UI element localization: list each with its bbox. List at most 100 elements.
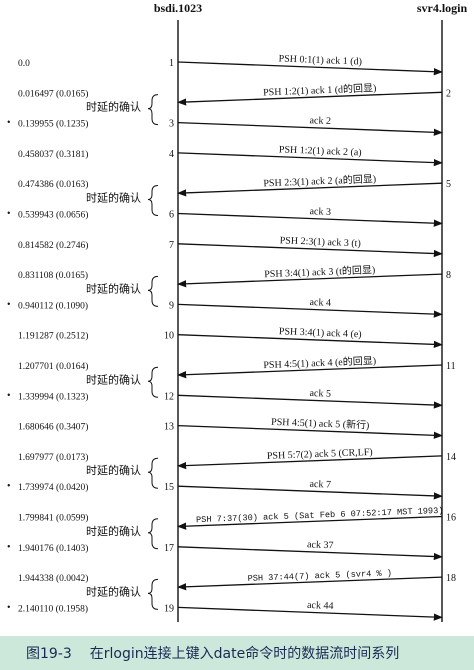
segment-label: PSH 0:1(1) ack 1 (d) xyxy=(278,53,362,67)
delayed-ack-brace xyxy=(147,366,159,398)
segment-label: PSH 7:37(30) ack 5 (Sat Feb 6 07:52:17 M… xyxy=(196,506,444,525)
delayed-ack-label: 时延的确认 xyxy=(86,191,141,205)
delayed-ack-label: 时延的确认 xyxy=(86,524,141,538)
segment-label: PSH 3:4(1) ack 4 (e) xyxy=(279,326,362,340)
segment-arrow xyxy=(177,364,443,379)
event-number: 4 xyxy=(169,149,174,160)
segment-label: ack 4 xyxy=(309,297,331,309)
segment-events: 0.0 1 PSH 0:1(1) ack 1 (d) 0.016497 (0.0165… xyxy=(7,53,456,621)
segment-arrow xyxy=(177,303,443,318)
delayed-ack-star: • xyxy=(7,481,11,492)
segment-label: PSH 4:5(1) ack 5 (新行) xyxy=(271,415,370,432)
delayed-ack-label: 时延的确认 xyxy=(86,100,141,114)
segment-arrow xyxy=(177,273,443,288)
event-number: 19 xyxy=(164,603,174,614)
delayed-ack-brace xyxy=(147,578,159,610)
delayed-ack-star: • xyxy=(7,299,11,310)
event-time: 1.697977 (0.0173) xyxy=(18,452,88,463)
segment-label: PSH 2:3(1) ack 3 (t) xyxy=(280,235,361,249)
segment-arrow xyxy=(177,394,443,409)
delayed-ack-brace xyxy=(147,185,159,216)
event-number: 8 xyxy=(446,270,451,281)
segment-label: ack 37 xyxy=(307,539,334,551)
event-number: 15 xyxy=(164,482,174,493)
delayed-ack-brace xyxy=(147,518,159,550)
event-time: 1.944338 (0.0042) xyxy=(18,573,88,584)
event-time: 0.016497 (0.0165) xyxy=(18,88,88,99)
delayed-ack-star: • xyxy=(7,542,11,553)
event-number: 1 xyxy=(169,58,174,69)
segment-label: PSH 4:5(1) ack 4 (e的回显) xyxy=(263,354,376,371)
segment-arrow xyxy=(177,243,443,258)
event-time: 0.458037 (0.3181) xyxy=(18,149,88,160)
segment-label: PSH 3:4(1) ack 3 (t的回显) xyxy=(264,263,376,280)
delayed-ack-brace xyxy=(147,275,159,307)
segment-arrow xyxy=(177,121,443,136)
segment-label: ack 7 xyxy=(309,479,331,491)
delayed-ack-brace xyxy=(147,457,159,489)
segment-arrow xyxy=(177,182,443,197)
segment-label: PSH 2:3(1) ack 2 (a的回显) xyxy=(263,172,376,189)
segment-arrow xyxy=(177,515,443,530)
delayed-ack-star: • xyxy=(7,602,11,613)
event-number: 12 xyxy=(164,391,174,402)
segment-arrow xyxy=(177,91,443,106)
event-number: 13 xyxy=(164,422,174,433)
event-time: 0.940112 (0.1090) xyxy=(18,300,88,311)
delayed-ack-star: • xyxy=(7,209,11,220)
segment-arrow xyxy=(177,455,443,470)
segment-label: PSH 1:2(1) ack 1 (d的回显) xyxy=(263,81,377,98)
event-time: 1.739974 (0.0420) xyxy=(18,482,88,493)
host-left-label: bsdi.1023 xyxy=(154,1,202,15)
segment-arrow xyxy=(177,61,443,76)
segment-label: ack 2 xyxy=(309,115,331,127)
figure-caption-text: 在rlogin连接上键入date命令时的数据流时间系列 xyxy=(89,646,400,662)
segment-label: PSH 1:2(1) ack 2 (a) xyxy=(279,144,362,158)
event-time: 0.831108 (0.0165) xyxy=(18,270,88,281)
event-time: 0.0 xyxy=(18,59,30,69)
event-time: 1.191287 (0.2512) xyxy=(18,331,88,342)
event-number: 18 xyxy=(446,573,456,584)
event-number: 7 xyxy=(169,240,174,251)
event-number: 5 xyxy=(446,179,451,190)
segment-label: ack 5 xyxy=(309,388,331,400)
figure-caption: 图19-3 在rlogin连接上键入date命令时的数据流时间系列 xyxy=(0,636,474,670)
event-number: 17 xyxy=(164,543,174,554)
event-number: 14 xyxy=(446,452,456,463)
delayed-ack-star: • xyxy=(7,118,11,129)
segment-arrow xyxy=(177,606,443,621)
event-time: 1.680646 (0.3407) xyxy=(18,422,88,433)
delayed-ack-brace xyxy=(147,94,159,126)
event-number: 10 xyxy=(164,331,174,342)
segment-arrow xyxy=(177,334,443,349)
segment-arrow xyxy=(177,576,443,591)
delayed-ack-label: 时延的确认 xyxy=(86,584,141,598)
segment-label: ack 44 xyxy=(307,600,334,612)
host-right-label: svr4.login xyxy=(417,1,468,15)
figure-number: 图19-3 xyxy=(26,646,72,662)
delayed-ack-label: 时延的确认 xyxy=(86,281,141,295)
segment-arrow xyxy=(177,424,443,439)
event-number: 11 xyxy=(446,361,456,372)
event-time: 0.539943 (0.0656) xyxy=(18,210,88,221)
event-time: 1.339994 (0.1323) xyxy=(18,391,88,402)
event-time: 2.140110 (0.1958) xyxy=(18,603,88,614)
delayed-ack-label: 时延的确认 xyxy=(86,463,141,477)
event-time: 0.139955 (0.1235) xyxy=(18,119,88,130)
event-time: 1.940176 (0.1403) xyxy=(18,543,88,554)
segment-arrow xyxy=(177,485,443,500)
segment-label: ack 3 xyxy=(309,206,331,218)
segment-arrow xyxy=(177,212,443,227)
event-number: 2 xyxy=(446,88,451,99)
event-time: 0.814582 (0.2746) xyxy=(18,240,88,251)
event-time: 0.474386 (0.0163) xyxy=(18,179,88,190)
event-number: 3 xyxy=(169,119,174,130)
delayed-ack-star: • xyxy=(7,390,11,401)
segment-arrow xyxy=(177,152,443,167)
event-number: 16 xyxy=(446,513,456,524)
event-number: 9 xyxy=(169,300,174,311)
event-number: 6 xyxy=(169,210,174,221)
segment-arrow xyxy=(177,546,443,561)
delayed-ack-label: 时延的确认 xyxy=(86,372,141,386)
